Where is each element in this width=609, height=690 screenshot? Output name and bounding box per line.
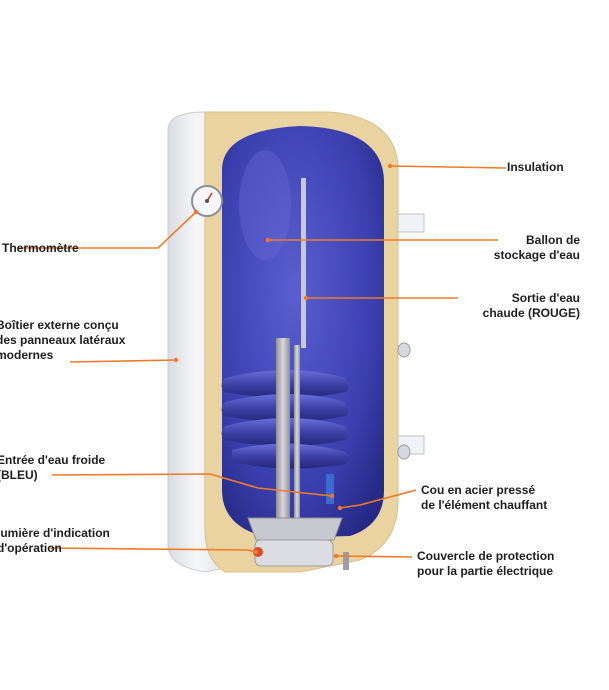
label-cold-water-inlet-line2: (BLEU) xyxy=(0,468,105,483)
label-insulation: Insulation xyxy=(507,160,564,175)
label-external-casing-line2: des panneaux latéraux xyxy=(0,333,125,348)
label-storage-tank-line1: Ballon de xyxy=(494,233,580,248)
label-external-casing-line3: modernes xyxy=(0,348,125,363)
label-protection-cover-line1: Couvercle de protection xyxy=(417,549,554,564)
label-storage-tank: Ballon de stockage d'eau xyxy=(494,233,580,263)
label-protection-cover-line2: pour la partie électrique xyxy=(417,564,554,579)
label-hot-water-outlet: Sortie d'eau chaude (ROUGE) xyxy=(483,291,580,321)
right-fittings xyxy=(398,214,424,454)
label-indicator-light: lumière d'indication d'opération xyxy=(0,526,110,556)
label-thermometer-line1: Thermomètre xyxy=(2,241,79,256)
label-indicator-light-line1: lumière d'indication xyxy=(0,526,110,541)
label-thermometer: Thermomètre xyxy=(2,241,79,256)
label-hot-water-outlet-line2: chaude (ROUGE) xyxy=(483,306,580,321)
label-external-casing: Boîtier externe conçu des panneaux latér… xyxy=(0,318,125,363)
label-hot-water-outlet-line1: Sortie d'eau xyxy=(483,291,580,306)
label-external-casing-line1: Boîtier externe conçu xyxy=(0,318,125,333)
label-insulation-line1: Insulation xyxy=(507,160,564,175)
label-steel-neck: Cou en acier pressé de l'élément chauffa… xyxy=(421,483,547,513)
label-storage-tank-line2: stockage d'eau xyxy=(494,248,580,263)
label-cold-water-inlet: Entrée d'eau froide (BLEU) xyxy=(0,453,105,483)
label-steel-neck-line2: de l'élément chauffant xyxy=(421,498,547,513)
label-cold-water-inlet-line1: Entrée d'eau froide xyxy=(0,453,105,468)
label-steel-neck-line1: Cou en acier pressé xyxy=(421,483,547,498)
label-indicator-light-line2: d'opération xyxy=(0,541,110,556)
label-protection-cover: Couvercle de protection pour la partie é… xyxy=(417,549,554,579)
